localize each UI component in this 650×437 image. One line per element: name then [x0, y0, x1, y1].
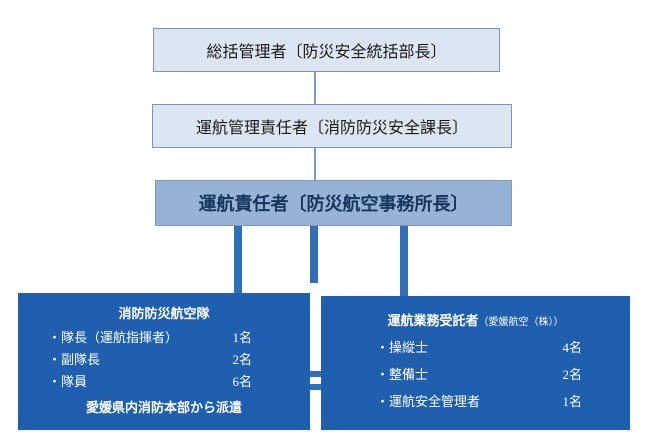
box-general-manager: 総括管理者〔防災安全統括部長〕 — [153, 28, 500, 72]
row-count: 1名 — [232, 330, 252, 345]
connector-level1-level2 — [314, 72, 316, 104]
row-label: ・副隊長 — [48, 352, 101, 367]
connector-to-left-box — [234, 226, 242, 293]
row-count: 4名 — [562, 340, 582, 355]
aviation-corps-footer: 愛媛県内消防本部から派遣 — [85, 400, 242, 415]
box-fire-disaster-aviation-corps: 消防防災航空隊 ・隊長（運航指揮者） 1名 ・副隊長 2名 ・隊員 6名 愛媛県… — [18, 293, 310, 430]
box-operation-management-supervisor: 運航管理責任者〔消防防災安全課長〕 — [152, 104, 512, 148]
contractor-title-note: （愛媛航空（株）） — [478, 317, 564, 328]
contractor-row: ・整備士 2名 — [321, 361, 630, 388]
connector-level2-level3 — [314, 148, 316, 180]
row-label: ・操縦士 — [376, 340, 429, 355]
connector-to-right-box — [400, 226, 408, 296]
row-count: 2名 — [232, 352, 252, 367]
contractor-row: ・操縦士 4名 — [321, 334, 630, 361]
row-label: ・隊員 — [48, 374, 88, 389]
row-count: 1名 — [562, 394, 582, 409]
box-operation-contractor: 運航業務受託者（愛媛航空（株）） ・操縦士 4名 ・整備士 2名 ・運航安全管理… — [321, 296, 630, 430]
row-label: ・運航安全管理者 — [376, 394, 481, 409]
box-general-manager-label: 総括管理者〔防災安全統括部長〕 — [206, 44, 447, 61]
contractor-title-main: 運航業務受託者 — [387, 313, 479, 328]
box-operation-supervisor: 運航責任者〔防災航空事務所長〕 — [155, 180, 512, 226]
contractor-title: 運航業務受託者（愛媛航空（株）） — [321, 310, 630, 329]
aviation-corps-row: ・副隊長 2名 — [18, 349, 310, 371]
aviation-corps-title: 消防防災航空隊 — [118, 306, 210, 321]
row-label: ・隊長（運航指揮者） — [48, 330, 179, 345]
contractor-row: ・運航安全管理者 1名 — [321, 388, 630, 415]
box-operation-management-supervisor-label: 運航管理責任者〔消防防災安全課長〕 — [195, 120, 468, 137]
row-count: 6名 — [232, 374, 252, 389]
aviation-corps-row: ・隊長（運航指揮者） 1名 — [18, 327, 310, 349]
row-count: 2名 — [562, 367, 582, 382]
aviation-corps-row: ・隊員 6名 — [18, 371, 310, 393]
connector-between-boxes-bottom — [305, 384, 326, 390]
connector-between-boxes-top — [305, 371, 326, 377]
box-operation-supervisor-label: 運航責任者〔防災航空事務所長〕 — [198, 194, 469, 214]
row-label: ・整備士 — [376, 367, 429, 382]
connector-middle — [310, 226, 318, 283]
